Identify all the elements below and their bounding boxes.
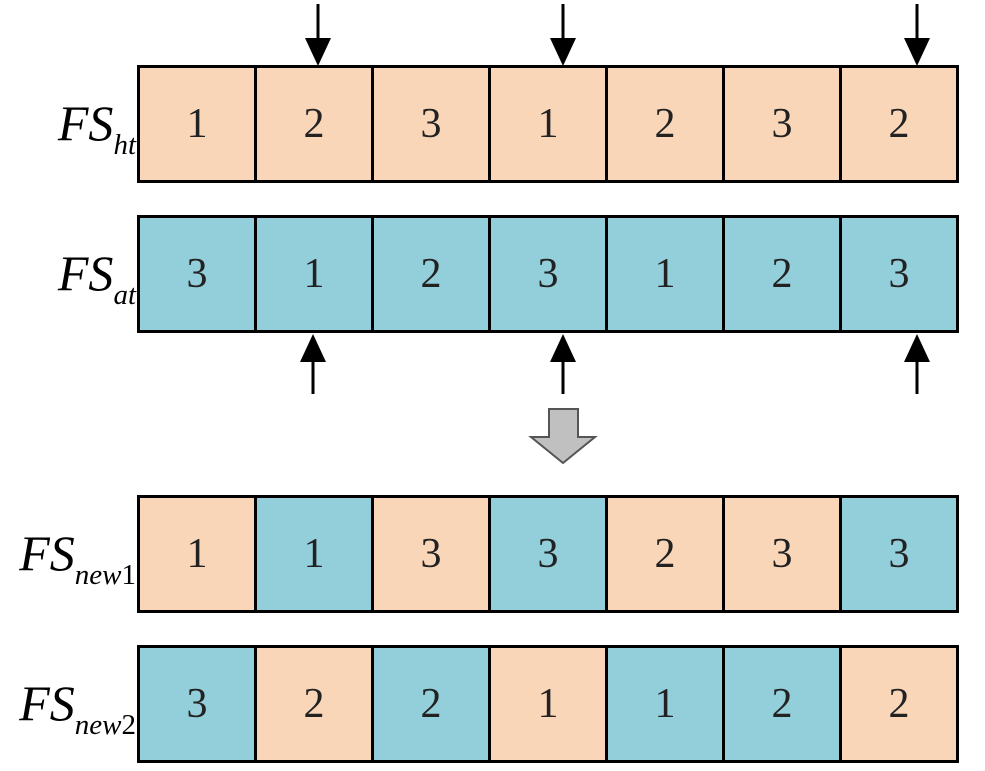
- gene-cell: 2: [839, 645, 959, 763]
- gene-cell: 3: [371, 65, 491, 183]
- row-label-fs-at: FSat: [0, 245, 136, 310]
- label-main: FS: [57, 95, 114, 151]
- gene-cell: 2: [371, 215, 491, 333]
- gene-cell: 1: [137, 65, 257, 183]
- label-sub-num: 1: [121, 559, 137, 591]
- row-fs-new1: 1 1 3 3 2 3 3: [137, 495, 959, 613]
- crossover-arrow-up-icon: [550, 334, 576, 394]
- gene-cell: 3: [137, 645, 257, 763]
- label-main: FS: [19, 525, 75, 581]
- label-subscript: new2: [75, 709, 136, 741]
- gene-cell: 2: [371, 645, 491, 763]
- label-subscript: ht: [113, 129, 136, 161]
- label-subscript: at: [113, 279, 136, 311]
- row-label-fs-ht: FSht: [0, 95, 136, 160]
- gene-cell: 2: [839, 65, 959, 183]
- gene-cell: 3: [839, 495, 959, 613]
- label-sub-text: ht: [113, 129, 136, 161]
- gene-cell: 1: [605, 215, 725, 333]
- result-arrow-down-icon: [528, 408, 598, 465]
- row-label-fs-new1: FSnew1: [0, 525, 136, 590]
- gene-cell: 2: [605, 495, 725, 613]
- gene-cell: 1: [254, 215, 374, 333]
- label-sub-text: new: [74, 559, 122, 591]
- row-fs-at: 3 1 2 3 1 2 3: [137, 215, 959, 333]
- gene-cell: 1: [605, 645, 725, 763]
- gene-cell: 1: [488, 645, 608, 763]
- label-subscript: new1: [75, 559, 136, 591]
- row-fs-ht: 1 2 3 1 2 3 2: [137, 65, 959, 183]
- crossover-arrow-down-icon: [904, 4, 930, 66]
- row-fs-new2: 3 2 2 1 1 2 2: [137, 645, 959, 763]
- label-main: FS: [19, 675, 75, 731]
- crossover-arrow-down-icon: [305, 4, 331, 66]
- label-main: FS: [57, 245, 114, 301]
- gene-cell: 2: [254, 645, 374, 763]
- gene-cell: 3: [839, 215, 959, 333]
- label-sub-text: new: [74, 709, 122, 741]
- gene-cell: 3: [488, 495, 608, 613]
- gene-cell: 1: [254, 495, 374, 613]
- label-sub-num: 2: [121, 709, 137, 741]
- label-sub-text: at: [113, 279, 136, 311]
- gene-cell: 2: [254, 65, 374, 183]
- gene-cell: 3: [371, 495, 491, 613]
- crossover-arrow-up-icon: [904, 334, 930, 394]
- gene-cell: 1: [488, 65, 608, 183]
- row-label-fs-new2: FSnew2: [0, 675, 136, 740]
- crossover-arrow-down-icon: [550, 4, 576, 66]
- crossover-arrow-up-icon: [300, 334, 326, 394]
